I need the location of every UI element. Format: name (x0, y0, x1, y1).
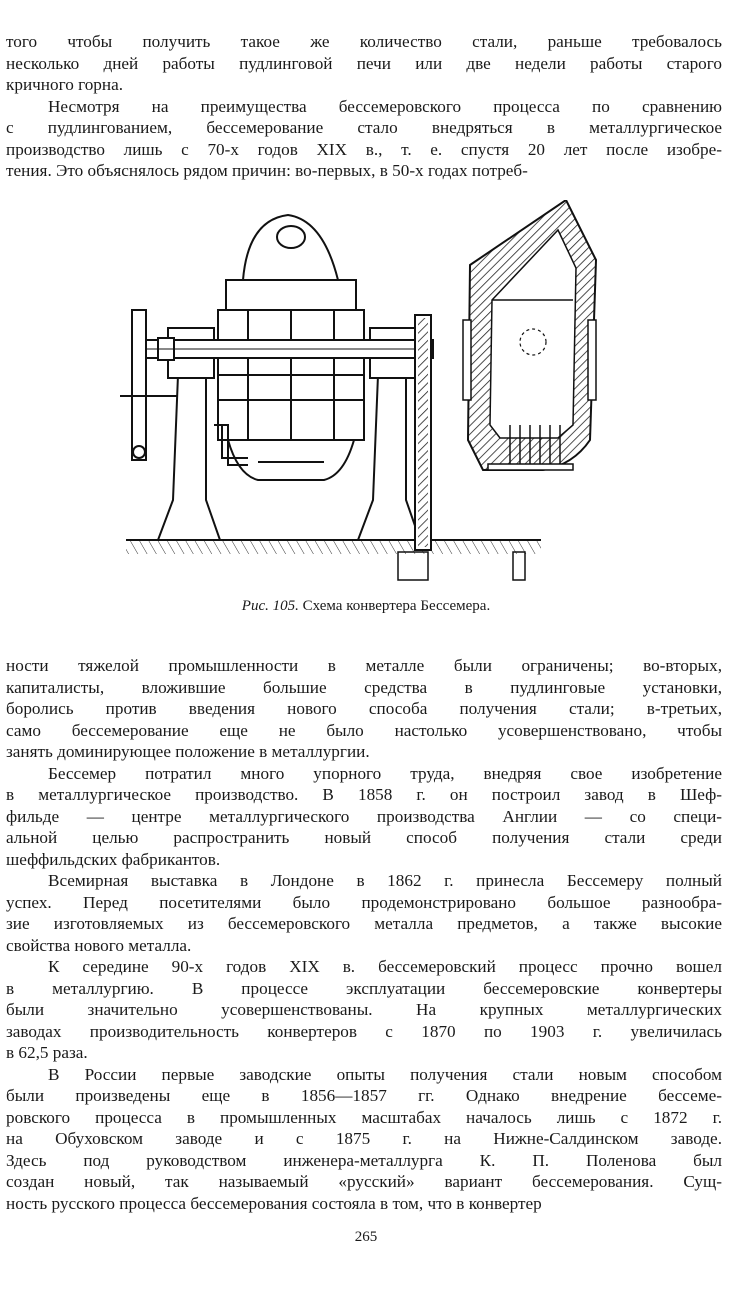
text-line: альной целью распространить новый способ… (6, 828, 722, 847)
text-line: заводах производительность конвертеров с… (6, 1021, 722, 1041)
paragraph: ности тяжелой промышленности в металле б… (6, 655, 722, 763)
figure-number: Рис. 105. (241, 598, 299, 614)
text-line: боролись против введения нового способа … (6, 699, 722, 718)
trunnion-axle (137, 337, 434, 361)
text-line: Бессемер потратил много упорного труда, … (48, 763, 722, 783)
text-line: производство лишь с 70-х годов XIX в., т… (6, 139, 722, 159)
figure-caption-text: Схема конвертера Бессемера. (302, 598, 491, 614)
bottom-text-block: ности тяжелой промышленности в металле б… (6, 655, 722, 1214)
text-line: шеффильдских фабрикантов. (6, 849, 221, 869)
converter-vessel (217, 213, 365, 481)
text-line: занять доминирующее положение в металлур… (6, 742, 370, 761)
paragraph: того чтобы получить такое же количество … (6, 31, 722, 96)
text-line: само бессемерование еще не было настольк… (6, 720, 722, 740)
text-line: в металлургию. В процессе эксплуатации б… (6, 978, 722, 998)
paragraph: В России первые заводские опыты получени… (6, 1064, 722, 1215)
text-line: свойства нового металла. (6, 935, 192, 955)
bessemer-converter-figure (120, 200, 598, 581)
paragraph: Несмотря на преимущества бессемеровского… (6, 96, 722, 182)
paragraph: Всемирная выставка в Лондоне в 1862 г. п… (6, 870, 722, 956)
text-line: успех. Перед посетителями было продемонс… (6, 892, 722, 912)
text-line: были значительно усовершенствованы. На к… (6, 1000, 722, 1019)
text-line: с пудлингованием, бессемерование стало в… (6, 118, 722, 137)
ground-line (126, 539, 541, 581)
page-number: 265 (354, 1229, 378, 1245)
text-line: зие изготовляемых из бессемеровского мет… (6, 914, 722, 933)
crank-lever (120, 309, 178, 461)
figure-caption: Рис. 105. Схема конвертера Бессемера. (0, 598, 732, 615)
text-line: ности тяжелой промышленности в металле б… (6, 656, 722, 675)
paragraph: Бессемер потратил много упорного труда, … (6, 763, 722, 871)
text-line: в 62,5 раза. (6, 1043, 88, 1062)
text-line: тения. Это объяснялось рядом причин: во-… (6, 161, 528, 180)
text-line: ность русского процесса бессемерования с… (6, 1193, 542, 1213)
gear-rack (414, 314, 432, 551)
paragraph: К середине 90-х годов XIX в. бессемеровс… (6, 956, 722, 1064)
text-line: ровского процесса в промышленных масштаб… (6, 1107, 722, 1127)
left-support-column (156, 327, 222, 541)
converter-section-view (462, 200, 598, 471)
text-line: Несмотря на преимущества бессемеровского… (48, 96, 722, 116)
top-text-block: того чтобы получить такое же количество … (6, 31, 722, 182)
text-line: Здесь под руководством инженера-металлур… (6, 1150, 722, 1170)
text-line: Всемирная выставка в Лондоне в 1862 г. п… (48, 871, 722, 890)
text-line: капиталисты, вложившие большие средства … (6, 677, 722, 697)
text-line: были произведены еще в 1856—1857 гг. Одн… (6, 1086, 722, 1105)
text-line: на Обуховском заводе и с 1875 г. на Нижн… (6, 1129, 722, 1148)
text-line: несколько дней работы пудлинговой печи и… (6, 53, 722, 73)
text-line: кричного горна. (6, 75, 124, 94)
text-line: в металлургическое производство. В 1858 … (6, 785, 722, 804)
text-line: К середине 90-х годов XIX в. бессемеровс… (48, 957, 722, 976)
right-support-column (356, 327, 422, 541)
text-line: того чтобы получить такое же количество … (6, 32, 722, 51)
air-supply-pipe (214, 424, 248, 466)
text-line: создан новый, так называемый «русский» в… (6, 1172, 722, 1191)
text-line: В России первые заводские опыты получени… (48, 1064, 722, 1084)
text-line: фильде — центре металлургического произв… (6, 806, 722, 826)
